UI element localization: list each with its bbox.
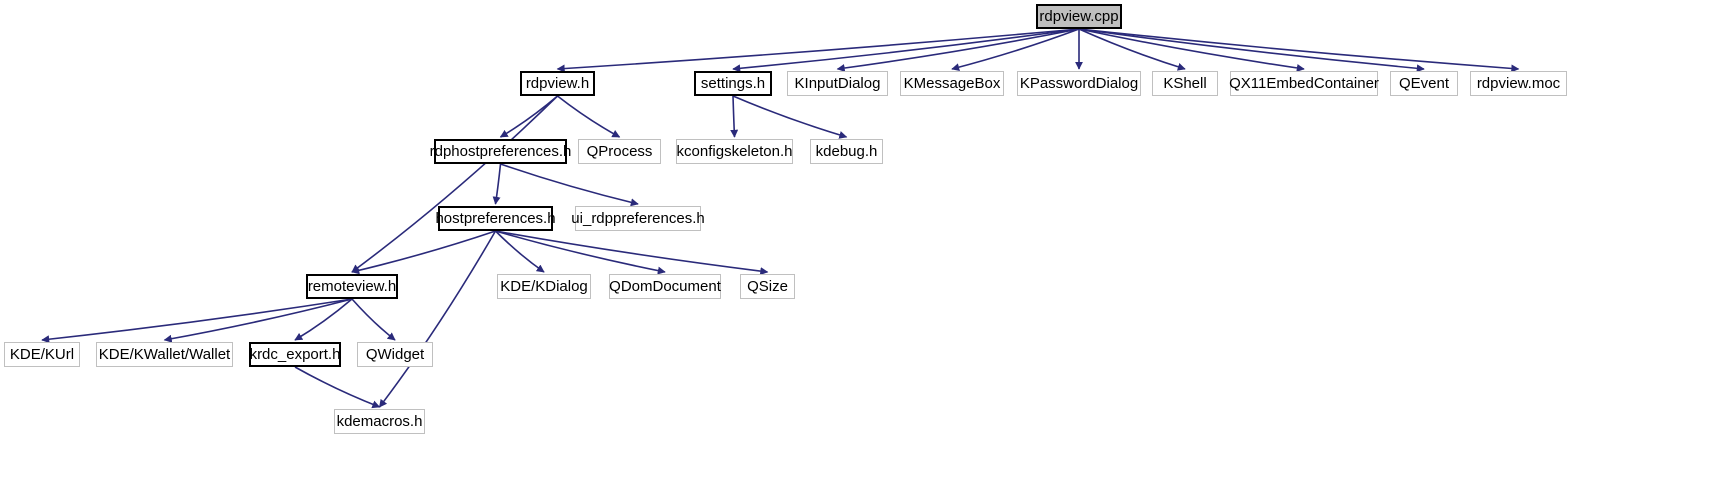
graph-node-qprocess[interactable]: QProcess xyxy=(578,139,661,164)
graph-node-label: KDE/KDialog xyxy=(500,278,588,295)
graph-node-label: rdphostpreferences.h xyxy=(429,143,572,160)
graph-node-ui_rdppreferences_h[interactable]: ui_rdppreferences.h xyxy=(571,206,705,231)
graph-node-kdebug_h[interactable]: kdebug.h xyxy=(810,139,883,164)
graph-edge-remoteview_h-to-krdc_export_h xyxy=(294,298,353,341)
graph-edge-rdpview_cpp-to-qevent xyxy=(1078,28,1425,73)
graph-node-label: remoteview.h xyxy=(307,278,397,295)
graph-edge-settings_h-to-kconfigskeleton_h xyxy=(730,95,739,138)
graph-node-qdomdocument[interactable]: QDomDocument xyxy=(609,274,721,299)
graph-node-label: QEvent xyxy=(1398,75,1450,92)
graph-node-label: KInputDialog xyxy=(794,75,881,92)
graph-node-qwidget[interactable]: QWidget xyxy=(357,342,433,367)
graph-node-kdemacros_h[interactable]: kdemacros.h xyxy=(334,409,425,434)
graph-edge-rdphostpreferences_h-to-hostpreferences_h xyxy=(492,163,502,205)
graph-node-label: QX11EmbedContainer xyxy=(1229,75,1379,92)
graph-node-kpassworddialog[interactable]: KPasswordDialog xyxy=(1017,71,1141,96)
graph-node-kde_kwallet_wallet[interactable]: KDE/KWallet/Wallet xyxy=(96,342,233,367)
graph-edge-rdpview_h-to-qprocess xyxy=(557,95,621,138)
graph-node-label: kdebug.h xyxy=(815,143,878,160)
graph-edge-settings_h-to-kdebug_h xyxy=(732,95,848,139)
graph-node-label: QSize xyxy=(747,278,788,295)
graph-node-label: krdc_export.h xyxy=(249,346,341,363)
graph-edge-krdc_export_h-to-kdemacros_h xyxy=(294,366,381,409)
graph-edge-rdpview_cpp-to-kmessagebox xyxy=(951,28,1080,72)
graph-node-label: ui_rdppreferences.h xyxy=(571,210,705,227)
graph-node-kde_kdialog[interactable]: KDE/KDialog xyxy=(497,274,591,299)
graph-node-label: rdpview.h xyxy=(525,75,590,92)
graph-edge-hostpreferences_h-to-qsize xyxy=(495,230,769,276)
graph-node-label: KShell xyxy=(1163,75,1207,92)
graph-edge-rdpview_cpp-to-settings_h xyxy=(732,28,1080,73)
graph-edge-rdpview_h-to-rdphostpreferences_h xyxy=(499,95,559,138)
graph-edge-rdpview_cpp-to-kinputdialog xyxy=(836,28,1080,72)
graph-node-settings_h[interactable]: settings.h xyxy=(694,71,772,96)
graph-edge-rdpview_cpp-to-rdpview_moc xyxy=(1078,28,1520,73)
graph-node-rdpview_moc[interactable]: rdpview.moc xyxy=(1470,71,1567,96)
graph-node-label: hostpreferences.h xyxy=(435,210,556,227)
graph-edge-rdpview_cpp-to-qx11embedcontainer xyxy=(1078,28,1305,72)
graph-node-kshell[interactable]: KShell xyxy=(1152,71,1218,96)
graph-node-kmessagebox[interactable]: KMessageBox xyxy=(900,71,1004,96)
graph-edge-rdphostpreferences_h-to-ui_rdppreferences_h xyxy=(500,163,639,207)
graph-edge-remoteview_h-to-kde_kwallet_wallet xyxy=(163,298,353,343)
graph-node-label: kconfigskeleton.h xyxy=(676,143,793,160)
graph-node-krdc_export_h[interactable]: krdc_export.h xyxy=(249,342,341,367)
graph-node-label: KDE/KUrl xyxy=(9,346,75,363)
graph-node-qevent[interactable]: QEvent xyxy=(1390,71,1458,96)
graph-edge-rdpview_h-to-remoteview_h xyxy=(351,95,559,273)
graph-edge-hostpreferences_h-to-remoteview_h xyxy=(351,230,496,275)
graph-node-hostpreferences_h[interactable]: hostpreferences.h xyxy=(435,206,556,231)
graph-edge-rdpview_cpp-to-kshell xyxy=(1078,28,1186,71)
graph-edge-rdpview_cpp-to-rdpview_h xyxy=(556,28,1080,73)
graph-node-kinputdialog[interactable]: KInputDialog xyxy=(787,71,888,96)
graph-node-label: settings.h xyxy=(700,75,766,92)
graph-node-label: KDE/KWallet/Wallet xyxy=(98,346,231,363)
graph-edge-remoteview_h-to-qwidget xyxy=(351,298,396,341)
graph-node-label: KMessageBox xyxy=(903,75,1001,92)
graph-node-label: QProcess xyxy=(586,143,653,160)
graph-edge-hostpreferences_h-to-kde_kdialog xyxy=(494,230,545,273)
graph-node-label: QDomDocument xyxy=(609,278,721,295)
graph-node-label: QWidget xyxy=(365,346,425,363)
graph-node-rdpview_h[interactable]: rdpview.h xyxy=(520,71,595,96)
graph-edge-hostpreferences_h-to-kdemacros_h xyxy=(378,230,497,408)
graph-node-label: kdemacros.h xyxy=(336,413,423,430)
graph-edge-remoteview_h-to-kde_kurl xyxy=(41,298,353,344)
graph-node-qsize[interactable]: QSize xyxy=(740,274,795,299)
graph-node-qx11embedcontainer[interactable]: QX11EmbedContainer xyxy=(1229,71,1379,96)
graph-node-label: KPasswordDialog xyxy=(1019,75,1139,92)
graph-node-kconfigskeleton_h[interactable]: kconfigskeleton.h xyxy=(676,139,793,164)
graph-node-label: rdpview.moc xyxy=(1476,75,1561,92)
graph-node-remoteview_h[interactable]: remoteview.h xyxy=(306,274,398,299)
graph-node-rdpview_cpp[interactable]: rdpview.cpp xyxy=(1036,4,1122,29)
graph-node-kde_kurl[interactable]: KDE/KUrl xyxy=(4,342,80,367)
graph-node-rdphostpreferences_h[interactable]: rdphostpreferences.h xyxy=(430,139,571,164)
graph-node-label: rdpview.cpp xyxy=(1039,8,1119,25)
graph-edge-hostpreferences_h-to-qdomdocument xyxy=(495,230,666,275)
